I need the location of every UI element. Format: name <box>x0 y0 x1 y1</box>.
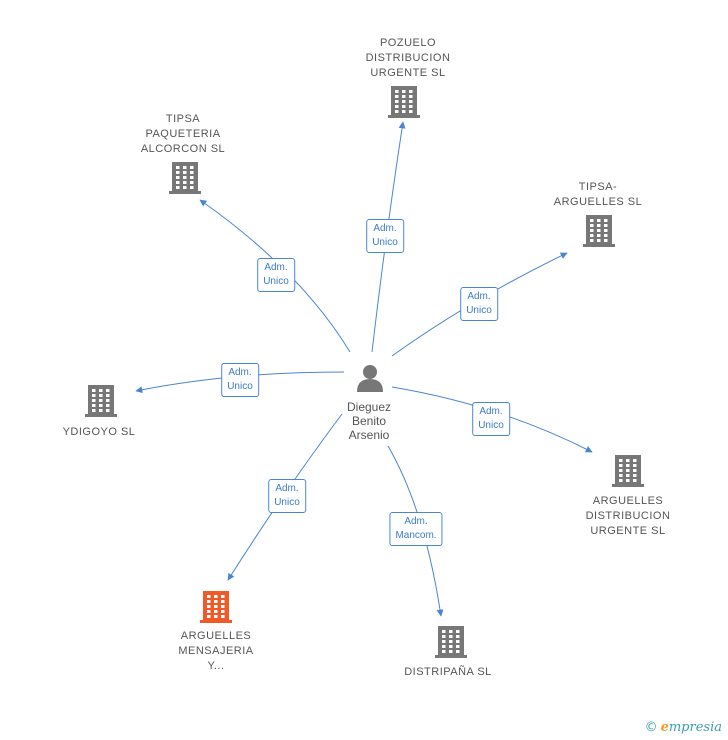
building-icon[interactable] <box>612 455 644 487</box>
company-name-line: TIPSA <box>165 113 201 125</box>
company-label-tipsa-alcorcon[interactable]: TIPSA PAQUETERIA ALCORCON SL <box>141 112 225 157</box>
copyright-symbol: © <box>644 720 658 735</box>
building-icon[interactable] <box>169 162 201 194</box>
building-icon[interactable] <box>388 86 420 118</box>
brand-logo-initial: e <box>660 720 669 735</box>
company-label-ydigoyo[interactable]: YDIGOYO SL <box>63 425 136 440</box>
relation-label-line: Unico <box>227 381 253 392</box>
relation-label-line: Unico <box>466 305 492 316</box>
relation-label-line: Unico <box>274 497 300 508</box>
building-icon[interactable] <box>435 626 467 658</box>
company-name-line: DISTRIBUCION <box>365 52 451 64</box>
brand-logo-text: mpresia <box>668 720 722 735</box>
building-icon[interactable] <box>200 591 232 623</box>
relation-label-line: Adm. <box>404 516 428 527</box>
relation-label-line: Adm. <box>275 483 299 494</box>
company-name-line: ARGUELLES <box>180 630 252 642</box>
relation-label-ydigoyo[interactable]: Adm. Unico <box>221 363 259 397</box>
brand-footer: ©empresia <box>645 720 722 735</box>
company-name-line: YDIGOYO SL <box>62 426 136 438</box>
building-icon[interactable] <box>583 215 615 247</box>
relation-label-line: Adm. <box>373 223 397 234</box>
company-name-line: ARGUELLES SL <box>553 196 643 208</box>
relation-label-arguelles-mensajeria[interactable]: Adm. Unico <box>268 479 306 513</box>
relation-label-line: Unico <box>478 420 504 431</box>
company-name-line: ARGUELLES <box>592 495 664 507</box>
person-name-line: Dieguez <box>346 400 392 414</box>
relation-label-arguelles-distribucion[interactable]: Adm. Unico <box>472 402 510 436</box>
relation-label-tipsa-arguelles[interactable]: Adm. Unico <box>460 287 498 321</box>
company-label-arguelles-mensajeria[interactable]: ARGUELLES MENSAJERIA Y... <box>178 629 253 674</box>
relation-label-line: Mancom. <box>395 530 437 541</box>
company-label-arguelles-distribucion[interactable]: ARGUELLES DISTRIBUCION URGENTE SL <box>586 494 671 539</box>
relation-label-line: Adm. <box>467 291 491 302</box>
company-label-pozuelo[interactable]: POZUELO DISTRIBUCION URGENTE SL <box>366 36 451 81</box>
company-name-line: URGENTE SL <box>370 67 446 79</box>
person-icon[interactable] <box>357 365 383 392</box>
person-name-line: Arsenio <box>348 428 390 442</box>
company-label-distripana[interactable]: DISTRIPAÑA SL <box>404 665 492 680</box>
relation-label-tipsa-alcorcon[interactable]: Adm. Unico <box>257 258 295 292</box>
relation-label-line: Unico <box>372 237 398 248</box>
company-label-tipsa-arguelles[interactable]: TIPSA- ARGUELLES SL <box>554 180 643 210</box>
company-name-line: TIPSA- <box>578 181 618 193</box>
company-name-line: DISTRIPAÑA SL <box>404 666 492 678</box>
person-name-line: Benito <box>351 414 387 428</box>
company-name-line: Y... <box>207 660 225 672</box>
company-name-line: PAQUETERIA <box>145 128 221 140</box>
company-name-line: URGENTE SL <box>590 525 666 537</box>
relation-label-line: Adm. <box>228 367 252 378</box>
company-name-line: DISTRIBUCION <box>585 510 671 522</box>
company-name-line: ALCORCON SL <box>140 143 226 155</box>
building-icon[interactable] <box>85 385 117 417</box>
relation-label-distripana[interactable]: Adm. Mancom. <box>389 512 443 546</box>
relation-label-line: Adm. <box>479 406 503 417</box>
company-name-line: POZUELO <box>379 37 437 49</box>
company-name-line: MENSAJERIA <box>178 645 254 657</box>
relation-label-pozuelo[interactable]: Adm. Unico <box>366 219 404 253</box>
relation-label-line: Adm. <box>264 262 288 273</box>
relation-label-line: Unico <box>263 276 289 287</box>
